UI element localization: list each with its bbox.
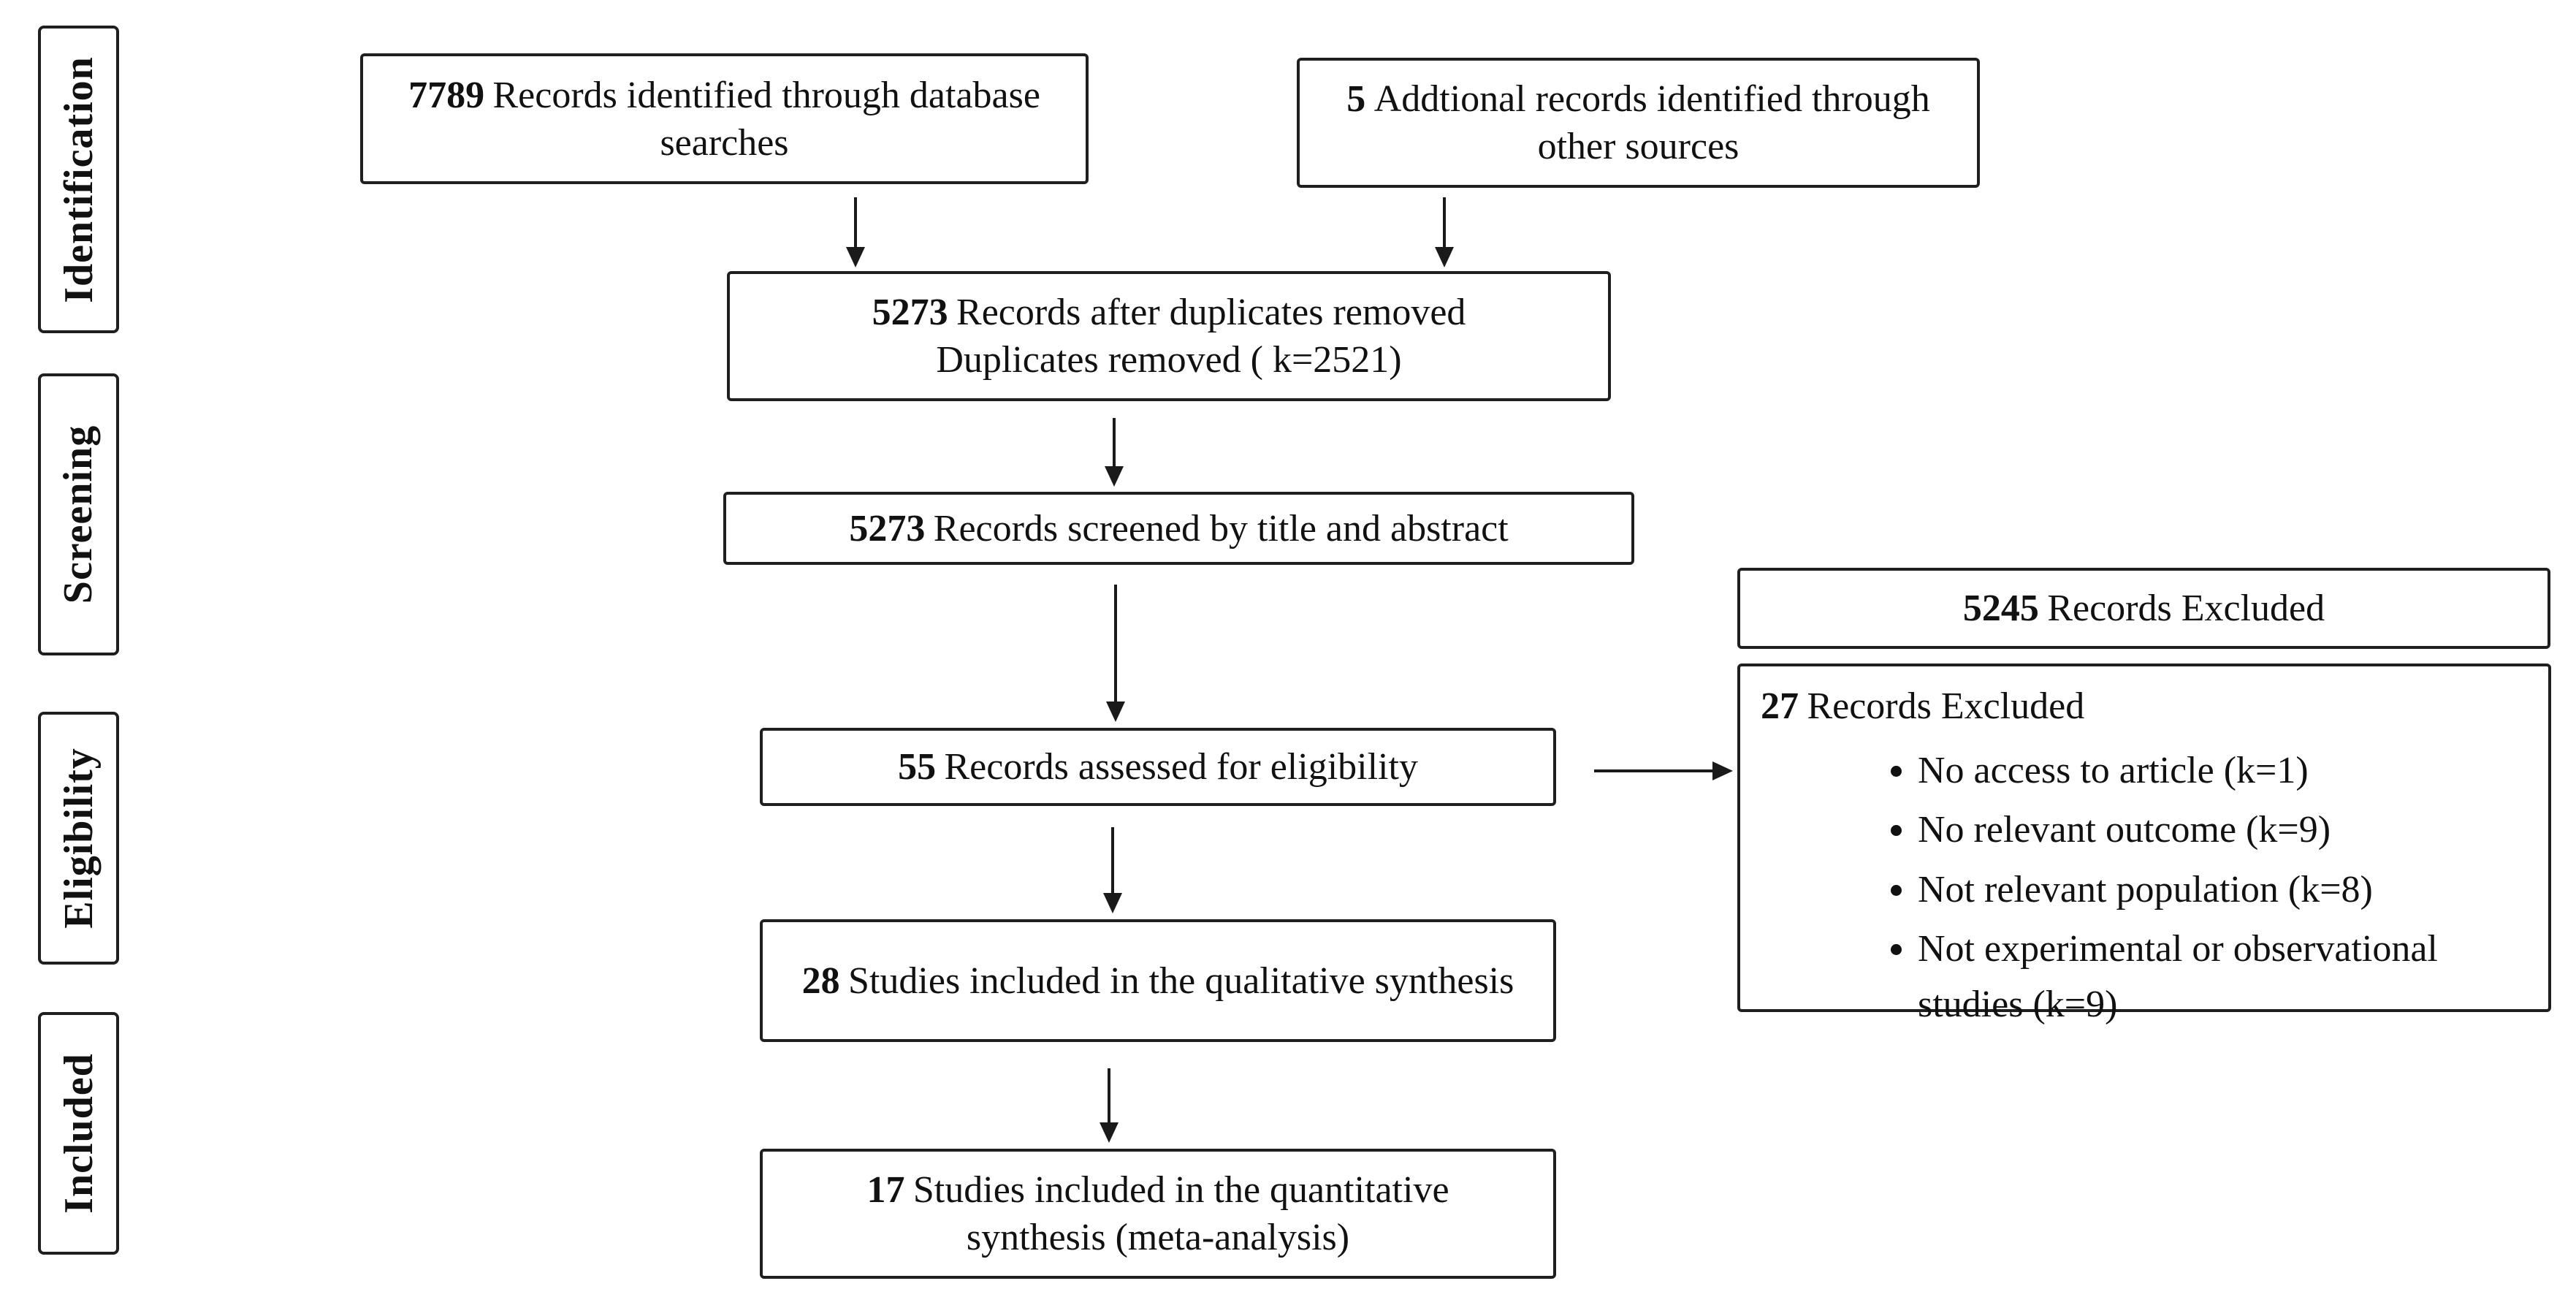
stage-box-identification: Identification xyxy=(38,26,119,333)
label-excluded-eligibility: Records Excluded xyxy=(1807,685,2085,727)
count-screened: 5273 xyxy=(849,507,926,550)
exclusion-reason: Not experimental or observational studie… xyxy=(1918,921,2462,1032)
stage-box-eligibility: Eligibility xyxy=(38,712,119,965)
stage-label-screening: Screening xyxy=(56,425,102,604)
count-identified-other: 5 xyxy=(1346,78,1366,120)
count-excluded-eligibility: 27 xyxy=(1761,685,1799,727)
label-excluded-screening: Records Excluded xyxy=(2047,588,2325,629)
count-assessed: 55 xyxy=(898,746,937,788)
stage-label-eligibility: Eligibility xyxy=(56,748,102,929)
arrow-assessed-to-excluded xyxy=(1594,761,1733,780)
label-qualitative: Studies included in the qualitative synt… xyxy=(848,959,1514,1002)
label-screened: Records screened by title and abstract xyxy=(933,507,1509,550)
count-excluded-screening: 5245 xyxy=(1962,588,2039,629)
label-quantitative: Studies included in the quantitative syn… xyxy=(912,1169,1449,1258)
exclusion-reason-list: No access to article (k=1) No relevant o… xyxy=(1761,743,2462,1036)
count-after-duplicates: 5273 xyxy=(872,292,948,333)
count-quantitative: 17 xyxy=(866,1169,905,1211)
arrow-assessed-to-qualitative xyxy=(1103,827,1122,913)
label-after-duplicates: Records after duplicates removed xyxy=(956,292,1466,333)
label-identified-database: Records identified through database sear… xyxy=(492,74,1040,164)
label-identified-other: Addtional records identified through oth… xyxy=(1373,78,1930,167)
count-identified-database: 7789 xyxy=(408,74,485,116)
exclusion-reason: No relevant outcome (k=9) xyxy=(1918,802,2462,857)
stage-label-identification: Identification xyxy=(56,56,102,303)
exclusion-reason: Not relevant population (k=8) xyxy=(1918,862,2462,917)
stage-label-included: Included xyxy=(56,1053,102,1214)
label-duplicates-removed: Duplicates removed ( k=2521) xyxy=(936,339,1402,381)
stage-box-included: Included xyxy=(38,1012,119,1255)
arrow-qualitative-to-quantitative xyxy=(1100,1068,1119,1143)
arrow-database-to-dedup xyxy=(846,197,865,267)
arrow-other-sources-to-dedup xyxy=(1435,197,1454,267)
label-assessed: Records assessed for eligibility xyxy=(944,746,1418,788)
exclusion-reason: No access to article (k=1) xyxy=(1918,743,2462,798)
arrow-dedup-to-screened xyxy=(1105,418,1124,487)
arrow-screened-to-assessed xyxy=(1106,585,1125,722)
count-qualitative: 28 xyxy=(801,959,840,1002)
stage-box-screening: Screening xyxy=(38,373,119,655)
